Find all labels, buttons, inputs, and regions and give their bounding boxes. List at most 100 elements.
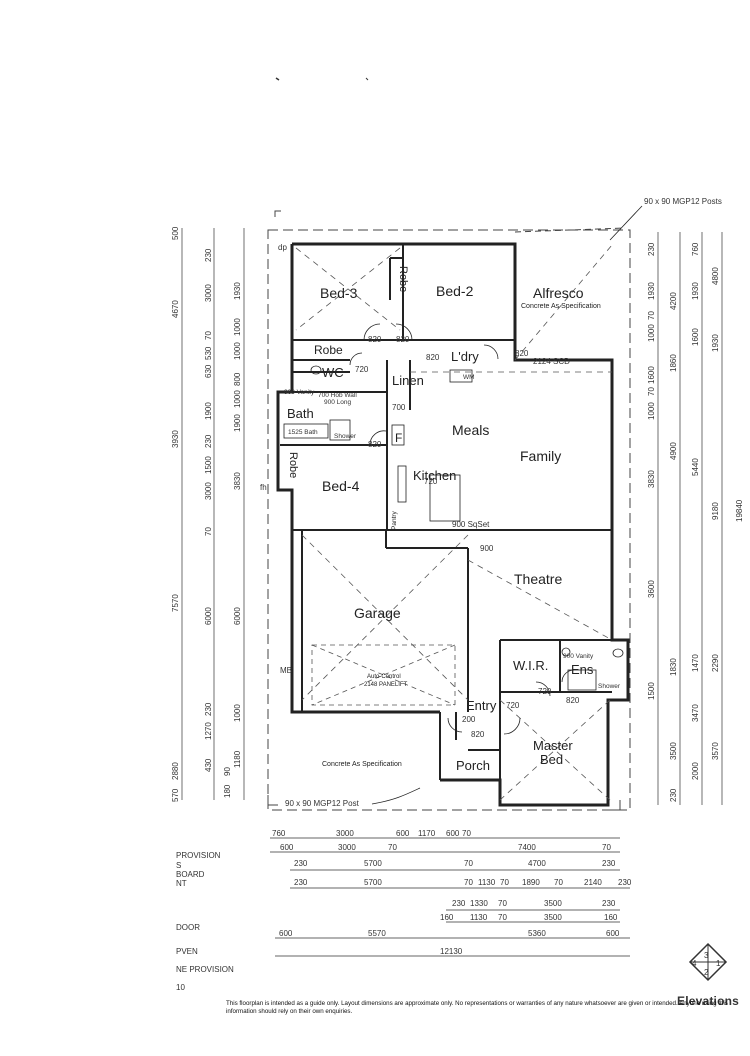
svg-text:500: 500 <box>171 226 180 240</box>
svg-text:5700: 5700 <box>364 878 382 887</box>
svg-text:9180: 9180 <box>711 502 720 520</box>
svg-text:1930: 1930 <box>711 334 720 352</box>
dims-bottom-row6: 160 1130 70 3500 160 <box>440 913 618 922</box>
garage-door-outline <box>311 644 456 706</box>
garage-door-note-2: 2148 PANELIFT <box>364 682 408 688</box>
svg-text:3830: 3830 <box>233 472 242 490</box>
svg-text:430: 430 <box>204 758 213 772</box>
svg-text:230: 230 <box>647 242 656 256</box>
ens-shower-note: Shower <box>598 683 621 690</box>
svg-text:6000: 6000 <box>204 607 213 625</box>
alfresco-note: Concrete As Specification <box>521 303 601 310</box>
post-leader <box>371 787 421 805</box>
garage-diagonal <box>311 644 456 706</box>
room-label-master-bed: Bed <box>540 752 563 767</box>
dim-lines-bottom <box>270 837 630 957</box>
dims-left-mid: 230 3000 70 530 630 1900 230 1500 3000 7… <box>204 248 232 798</box>
room-label-theatre: Theatre <box>514 571 562 587</box>
roof-lines <box>295 244 613 801</box>
room-label-bath: Bath <box>287 406 314 421</box>
svg-text:720: 720 <box>538 687 552 696</box>
room-label-kitchen: Kitchen <box>413 468 456 483</box>
room-label-ens: Ens <box>571 662 594 677</box>
room-label-alfresco: Alfresco <box>533 285 584 301</box>
dims-bottom-row7: 600 5570 5360 600 <box>279 929 620 938</box>
svg-text:70: 70 <box>602 843 611 852</box>
svg-text:600: 600 <box>446 829 460 838</box>
svg-text:3000: 3000 <box>336 829 354 838</box>
door-swings <box>349 323 575 735</box>
scd-note: 2124 SCD <box>533 357 570 366</box>
bath-vanity-note: 900 Vanity <box>284 389 315 396</box>
inner-walls <box>280 244 612 805</box>
svg-text:BOARD: BOARD <box>176 870 205 879</box>
washing-machine-note: WM <box>463 374 475 381</box>
svg-text:70: 70 <box>464 878 473 887</box>
hob-wall-note: 700 Hob Wall <box>318 392 357 399</box>
svg-text:5700: 5700 <box>364 859 382 868</box>
bath-shower-note: Shower <box>334 433 357 440</box>
dims-bottom-row3: 230 5700 70 4700 230 <box>294 859 616 868</box>
svg-text:800: 800 <box>233 372 242 386</box>
svg-text:230: 230 <box>602 899 616 908</box>
svg-text:230: 230 <box>452 899 466 908</box>
svg-text:1000: 1000 <box>233 318 242 336</box>
svg-text:1130: 1130 <box>470 913 488 922</box>
svg-text:3000: 3000 <box>338 843 356 852</box>
room-label-bed2: Bed-2 <box>436 283 474 299</box>
room-label-master: Master <box>533 738 573 753</box>
svg-text:70: 70 <box>204 527 213 536</box>
svg-text:820: 820 <box>368 440 382 449</box>
svg-text:NT: NT <box>176 879 187 888</box>
room-label-porch: Porch <box>456 758 490 773</box>
room-label-wir: W.I.R. <box>513 658 548 673</box>
svg-text:1470: 1470 <box>691 654 700 672</box>
svg-text:PVEN: PVEN <box>176 947 198 956</box>
svg-text:4670: 4670 <box>171 300 180 318</box>
dims-bottom-row5: 230 1330 70 3500 230 <box>452 899 616 908</box>
svg-text:600: 600 <box>279 929 293 938</box>
room-label-robe-bed3: Robe <box>314 343 343 357</box>
svg-text:PROVISION: PROVISION <box>176 851 221 860</box>
dim-overall-width: 12130 <box>440 947 463 956</box>
site-corner-markers <box>267 210 621 811</box>
svg-text:1000: 1000 <box>233 704 242 722</box>
svg-text:1500: 1500 <box>204 456 213 474</box>
garage-door-note-1: Auto-Control <box>367 674 401 680</box>
svg-text:70: 70 <box>388 843 397 852</box>
scan-mark <box>365 77 369 81</box>
svg-text:1600: 1600 <box>691 328 700 346</box>
svg-text:3570: 3570 <box>711 742 720 760</box>
scan-mark <box>275 77 280 81</box>
room-label-bed4: Bed-4 <box>322 478 360 494</box>
svg-text:2000: 2000 <box>691 762 700 780</box>
svg-text:1170: 1170 <box>418 829 436 838</box>
svg-text:820: 820 <box>396 335 410 344</box>
svg-text:1890: 1890 <box>522 878 540 887</box>
dims-bottom-row2: 600 3000 70 7400 70 <box>280 843 611 852</box>
svg-text:1900: 1900 <box>204 402 213 420</box>
sqset-note: 900 SqSet <box>452 520 490 529</box>
dim-lines-right <box>657 232 723 805</box>
svg-text:5440: 5440 <box>691 458 700 476</box>
posts-leader <box>609 205 643 241</box>
svg-text:3500: 3500 <box>669 742 678 760</box>
svg-text:900: 900 <box>480 544 494 553</box>
svg-text:600: 600 <box>280 843 294 852</box>
svg-text:DOOR: DOOR <box>176 923 200 932</box>
svg-text:230: 230 <box>204 248 213 262</box>
svg-text:230: 230 <box>602 859 616 868</box>
svg-text:1500: 1500 <box>647 682 656 700</box>
dim-overall-depth: 19840 <box>735 499 744 522</box>
svg-text:230: 230 <box>204 434 213 448</box>
svg-text:1: 1 <box>716 959 721 968</box>
alfresco-boundary <box>514 227 626 233</box>
svg-text:1000: 1000 <box>233 390 242 408</box>
svg-text:3830: 3830 <box>647 470 656 488</box>
site-boundary <box>267 229 631 811</box>
svg-text:1270: 1270 <box>204 722 213 740</box>
ens-vanity-note: 900 Vanity <box>563 653 594 660</box>
dims-right-b: 760 4200 1860 1930 1600 5440 2290 2000 <box>669 242 720 780</box>
svg-text:7570: 7570 <box>171 594 180 612</box>
